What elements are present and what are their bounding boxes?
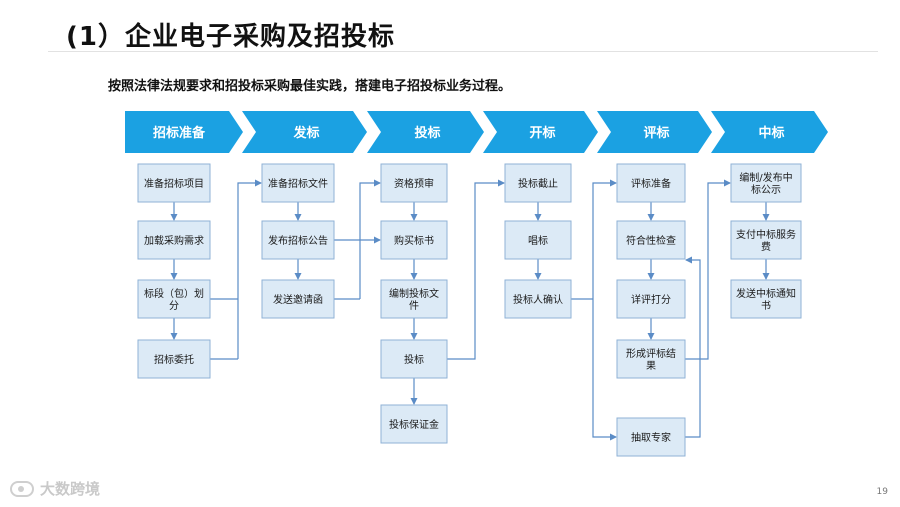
step-label: 形成评标结果: [626, 347, 676, 372]
connector-arrow: [237, 179, 262, 359]
connector-arrow: [592, 179, 617, 299]
watermark-icon: [10, 480, 34, 497]
page-subtitle: 按照法律法规要求和招投标采购最佳实践，搭建电子招投标业务过程。: [108, 79, 512, 94]
step-box: 准备招标项目: [137, 163, 211, 203]
watermark-text: 大数跨境: [40, 480, 101, 498]
step-label: 符合性检查: [626, 234, 676, 247]
step-label: 发送邀请函: [273, 293, 323, 306]
step-box: 发送中标通知书: [730, 279, 802, 319]
connector-arrow: [685, 256, 701, 438]
step-label: 编制投标文件: [389, 287, 439, 312]
stage-chevron-4: [483, 111, 598, 153]
step-label: 加载采购需求: [144, 234, 204, 247]
step-box: 准备招标文件: [261, 163, 335, 203]
step-label: 招标委托: [154, 353, 194, 366]
step-label: 支付中标服务费: [736, 228, 796, 253]
stage-label-1: 招标准备: [153, 125, 206, 141]
stage-label-4: 开标: [529, 125, 555, 141]
step-box: 唱标: [504, 220, 572, 260]
stage-label-2: 发标: [292, 125, 319, 141]
step-box: 投标: [380, 339, 448, 379]
step-box: 编制/发布中标公示: [730, 163, 802, 203]
connector-arrow: [685, 179, 731, 360]
step-label: 发布招标公告: [268, 234, 328, 247]
step-label: 评标准备: [631, 177, 671, 190]
stage-chevron-2: [242, 111, 367, 153]
step-box: 编制投标文件: [380, 279, 448, 319]
step-label: 购买标书: [394, 234, 434, 247]
step-box: 购买标书: [380, 220, 448, 260]
step-box: 投标保证金: [380, 404, 448, 444]
step-label: 投标截止: [518, 177, 558, 190]
step-box: 标段（包）划分: [137, 279, 211, 319]
step-label: 唱标: [528, 235, 548, 247]
stage-label-3: 投标: [414, 125, 440, 141]
stage-chevron-row: 招标准备 发标 投标 开标 评标 中标: [125, 111, 828, 153]
title-divider: [48, 51, 878, 52]
step-box: 详评打分: [616, 279, 686, 319]
connector-arrow: [359, 179, 381, 299]
step-box: 形成评标结果: [616, 339, 686, 379]
step-label: 准备招标文件: [268, 177, 328, 190]
step-label: 资格预审: [394, 177, 434, 190]
step-label: 投标保证金: [389, 418, 439, 431]
watermark-logo: 大数跨境: [10, 478, 100, 499]
step-box: 符合性检查: [616, 220, 686, 260]
stage-chevron-6: [711, 111, 828, 153]
step-box: 招标委托: [137, 339, 211, 379]
step-box: 评标准备: [616, 163, 686, 203]
step-box: 发布招标公告: [261, 220, 335, 260]
step-box: 资格预审: [380, 163, 448, 203]
step-label: 发送中标通知书: [736, 287, 796, 312]
stage-chevron-3: [367, 111, 484, 153]
step-label: 抽取专家: [631, 431, 671, 444]
page-title: (1）企业电子采购及招投标: [66, 22, 395, 52]
step-box: 投标截止: [504, 163, 572, 203]
stage-label-5: 评标: [643, 125, 669, 141]
step-box: 发送邀请函: [261, 279, 335, 319]
step-box: 支付中标服务费: [730, 220, 802, 260]
step-label: 标段（包）划分: [144, 287, 204, 312]
connector-arrow: [592, 299, 617, 441]
step-label: 投标: [404, 353, 424, 366]
step-label: 投标人确认: [513, 293, 563, 306]
step-label: 准备招标项目: [144, 177, 204, 190]
stage-chevron-1: [125, 111, 243, 153]
page-number: 19: [876, 487, 888, 497]
stage-chevron-5: [597, 111, 712, 153]
connector-arrow: [447, 179, 505, 360]
step-label: 详评打分: [631, 293, 671, 306]
stage-label-6: 中标: [758, 125, 784, 141]
connector-lines: [170, 179, 770, 441]
step-box: 抽取专家: [616, 417, 686, 457]
step-box: 加载采购需求: [137, 220, 211, 260]
step-box: 投标人确认: [504, 279, 572, 319]
step-label: 编制/发布中标公示: [739, 171, 792, 196]
